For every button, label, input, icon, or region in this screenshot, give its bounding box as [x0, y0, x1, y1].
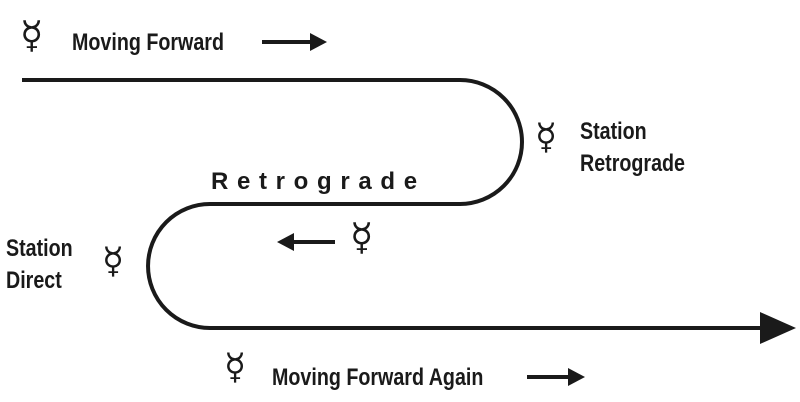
mercury-icon: ☿	[224, 347, 247, 388]
mercury-icon: ☿	[535, 117, 558, 158]
label-moving-forward-again: Moving Forward Again	[272, 364, 484, 391]
mercury-icon: ☿	[102, 241, 125, 282]
path-arrowhead	[760, 312, 796, 344]
label-station-retrograde-line2: Retrograde	[580, 150, 685, 177]
orbit-path	[22, 78, 772, 330]
mercury-icon: ☿	[20, 13, 44, 57]
forward-arrow-top	[262, 33, 327, 51]
label-station-retrograde-line1: Station	[580, 118, 647, 145]
label-moving-forward: Moving Forward	[72, 29, 224, 56]
backward-arrow-middle	[277, 233, 335, 251]
label-station-direct-line1: Station	[6, 235, 73, 262]
label-retrograde: R e t r o g r a d e	[211, 168, 419, 195]
label-station-direct-line2: Direct	[6, 267, 62, 294]
mercury-icon: ☿	[350, 215, 374, 259]
forward-arrow-bottom	[527, 368, 585, 386]
